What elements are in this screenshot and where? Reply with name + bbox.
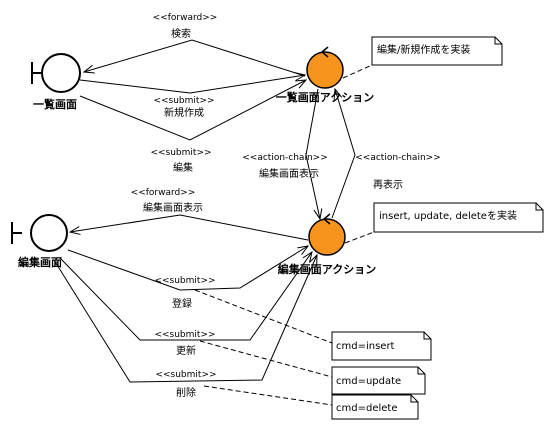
note-list-action: 編集/新規作成を実装 <box>342 36 503 79</box>
list-action-label: 一覧画面アクション <box>276 90 374 104</box>
edge-redisplay: <<action-chain>> 再表示 <box>331 89 441 219</box>
edge-delete-stereotype: <<submit>> <box>155 370 216 380</box>
edge-search-label: 検索 <box>171 27 191 40</box>
edit-action-label: 編集画面アクション <box>278 262 376 276</box>
edge-search: <<forward>> 検索 <box>84 13 306 77</box>
edge-edit-label: 編集 <box>173 161 193 174</box>
note-cmd-insert: cmd=insert <box>194 289 432 361</box>
note-edit-action: insert, update, deleteを実装 <box>344 202 544 244</box>
edge-edit: <<submit>> 編集 <box>79 80 306 174</box>
edge-create-label: 新規作成 <box>164 106 204 119</box>
list-screen-label: 一覧画面 <box>33 97 77 111</box>
boundary-icon <box>11 214 68 252</box>
edge-register-stereotype: <<submit>> <box>154 276 215 286</box>
edge-create: <<submit>> 新規作成 <box>79 75 305 119</box>
edge-search-stereotype: <<forward>> <box>153 13 218 23</box>
edge-show-edit-label: 編集画面表示 <box>143 201 203 214</box>
edit-screen-label: 編集画面 <box>18 255 62 269</box>
edit-screen-boundary[interactable]: 編集画面 <box>11 214 68 269</box>
edge-update-label: 更新 <box>176 344 196 357</box>
control-icon <box>306 46 344 89</box>
edge-show-edit: <<forward>> 編集画面表示 <box>70 188 309 241</box>
note-cmd-delete: cmd=delete <box>203 385 419 420</box>
note-cmd-insert-text: cmd=insert <box>336 341 395 352</box>
boundary-icon <box>31 53 81 93</box>
edge-register: <<submit>> 登録 <box>67 246 308 310</box>
note-cmd-update: cmd=update <box>199 340 426 395</box>
edge-update: <<submit>> 更新 <box>59 252 312 357</box>
edge-redisplay-stereotype: <<action-chain>> <box>355 153 441 163</box>
edge-to-edit-label: 編集画面表示 <box>259 167 319 180</box>
edge-to-edit: <<action-chain>> 編集画面表示 <box>242 88 328 219</box>
note-cmd-update-text: cmd=update <box>336 376 401 387</box>
edge-register-label: 登録 <box>172 297 192 310</box>
list-action-control[interactable]: 一覧画面アクション <box>276 46 374 104</box>
edge-update-stereotype: <<submit>> <box>154 330 215 340</box>
control-icon <box>308 213 346 256</box>
edge-to-edit-stereotype: <<action-chain>> <box>242 153 328 163</box>
edge-edit-stereotype: <<submit>> <box>150 148 211 158</box>
edge-create-stereotype: <<submit>> <box>153 96 214 106</box>
note-list-action-text: 編集/新規作成を実装 <box>377 43 470 56</box>
edit-action-control[interactable]: 編集画面アクション <box>278 213 376 276</box>
edge-delete: <<submit>> 削除 <box>53 255 317 399</box>
edge-show-edit-stereotype: <<forward>> <box>131 188 196 198</box>
edge-redisplay-label: 再表示 <box>373 178 403 191</box>
note-cmd-delete-text: cmd=delete <box>336 403 397 414</box>
note-edit-action-text: insert, update, deleteを実装 <box>379 209 517 222</box>
edge-delete-label: 削除 <box>176 386 196 399</box>
list-screen-boundary[interactable]: 一覧画面 <box>31 53 81 111</box>
